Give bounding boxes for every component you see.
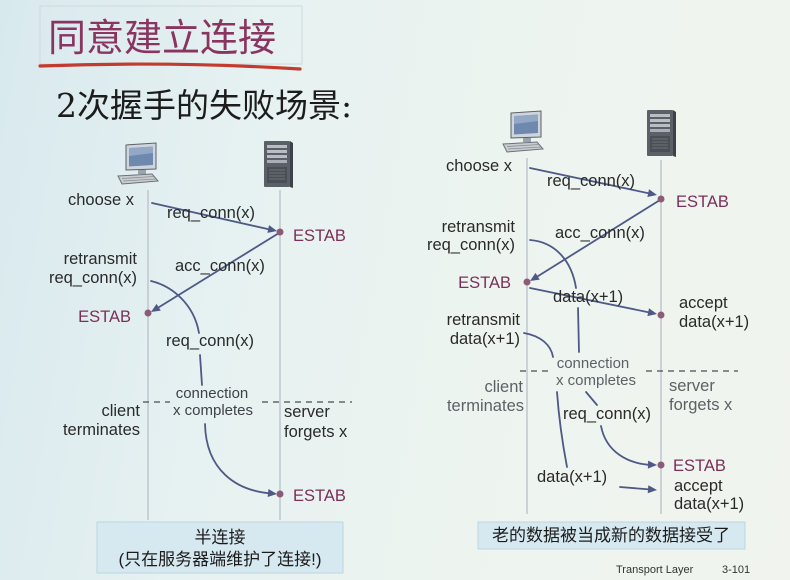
- retransmit-req-conn-segment: [199, 354, 203, 386]
- old-data-caption-box: [477, 521, 746, 550]
- server-tower-icon: [264, 141, 293, 188]
- forgets-x-label: forgets x: [284, 423, 348, 441]
- retransmit-label: retransmit: [64, 250, 138, 268]
- acc-conn-arrow: [534, 199, 661, 279]
- x-completes-label: x completes: [556, 372, 636, 389]
- slide-title: 同意建立连接: [48, 16, 276, 60]
- late-server-estab-marker: [657, 461, 665, 469]
- old-data-caption: 老的数据被当成新的数据接受了: [492, 526, 730, 545]
- req-conn-arrowhead: [647, 189, 657, 198]
- retransmit-req-conn-label: req_conn(x): [49, 269, 137, 287]
- late-req-conn-label: req_conn(x): [563, 405, 651, 423]
- data-arrowhead: [647, 308, 657, 317]
- footer-page-number: 3-101: [722, 564, 750, 576]
- half-connection-note: (只在服务器端维护了连接!): [118, 550, 321, 569]
- late-req-conn-label: req_conn(x): [166, 332, 254, 350]
- late-data-arrowhead: [647, 485, 657, 494]
- acc-conn-arrowhead: [151, 303, 161, 312]
- connection-label: connection: [176, 385, 249, 402]
- retransmit-data-label: retransmit: [447, 311, 521, 329]
- accept-data-marker: [657, 311, 665, 319]
- late-accept-data-label: data(x+1): [674, 495, 744, 513]
- accept-label: accept: [679, 294, 728, 312]
- server-label: server: [284, 403, 330, 421]
- retransmit-label: retransmit: [442, 218, 516, 236]
- late-req-conn-curve: [600, 425, 653, 466]
- client-estab-marker: [144, 309, 152, 317]
- retransmit-data-segment: [556, 391, 568, 468]
- server-label: server: [669, 377, 715, 395]
- late-server-estab-label: ESTAB: [293, 487, 346, 505]
- req-conn-label: req_conn(x): [167, 204, 255, 222]
- late-req-conn-arrowhead: [647, 460, 657, 469]
- server-tower-icon: [647, 110, 676, 157]
- client-label: client: [101, 402, 140, 420]
- client-estab-label: ESTAB: [78, 308, 131, 326]
- late-server-estab-label: ESTAB: [673, 457, 726, 475]
- choose-x-label: choose x: [446, 157, 513, 175]
- retransmit-data-curve: [523, 332, 554, 358]
- retransmit-req-conn-curve: [529, 239, 577, 289]
- retransmit-req-conn-curve: [150, 280, 200, 334]
- slide-subtitle: 2次握手的失败场景:: [56, 86, 352, 125]
- late-accept-label: accept: [674, 477, 723, 495]
- retransmit-req-conn-segment: [577, 307, 580, 353]
- acc-conn-arrow: [155, 232, 280, 310]
- accept-data-label: data(x+1): [679, 313, 749, 331]
- client-label: client: [484, 378, 523, 396]
- x-completes-label: x completes: [173, 402, 253, 419]
- forgets-x-label: forgets x: [669, 396, 733, 414]
- footer-section: Transport Layer: [616, 564, 694, 576]
- desktop-computer-icon: [117, 142, 160, 185]
- right-scenario-diagram: choose x req_conn(x) ESTAB retransmit re…: [427, 110, 749, 550]
- terminates-label: terminates: [447, 397, 524, 415]
- late-server-estab-marker: [276, 490, 284, 498]
- half-connection-caption-box: [96, 521, 344, 574]
- req-conn-label: req_conn(x): [547, 172, 635, 190]
- client-estab-marker: [523, 278, 531, 286]
- half-connection-caption: 半连接: [195, 528, 246, 547]
- client-estab-label: ESTAB: [458, 274, 511, 292]
- server-estab-label: ESTAB: [293, 227, 346, 245]
- acc-conn-arrowhead: [530, 272, 540, 281]
- late-req-conn-arrowhead: [267, 489, 277, 498]
- retransmit-data-value-label: data(x+1): [450, 330, 520, 348]
- desktop-computer-icon: [502, 110, 545, 153]
- late-data-label: data(x+1): [537, 468, 607, 486]
- acc-conn-label: acc_conn(x): [175, 257, 265, 275]
- acc-conn-label: acc_conn(x): [555, 224, 645, 242]
- connection-label: connection: [557, 355, 630, 372]
- server-estab-label: ESTAB: [676, 193, 729, 211]
- data-arrow: [529, 287, 653, 314]
- req-conn-arrow: [151, 202, 273, 231]
- data-label: data(x+1): [553, 288, 623, 306]
- late-data-arrow: [619, 486, 653, 491]
- title-underline: [38, 62, 302, 71]
- late-req-conn-curve: [204, 423, 273, 495]
- retransmit-req-conn-segment-2: [585, 391, 598, 406]
- server-estab-marker: [276, 228, 284, 236]
- retransmit-req-conn-label: req_conn(x): [427, 236, 515, 254]
- req-conn-arrowhead: [267, 225, 277, 233]
- left-scenario-diagram: choose x req_conn(x) ESTAB retransmit re…: [49, 141, 352, 574]
- req-conn-arrow: [529, 167, 653, 195]
- choose-x-label: choose x: [68, 191, 135, 209]
- terminates-label: terminates: [63, 421, 140, 439]
- server-estab-marker: [657, 195, 665, 203]
